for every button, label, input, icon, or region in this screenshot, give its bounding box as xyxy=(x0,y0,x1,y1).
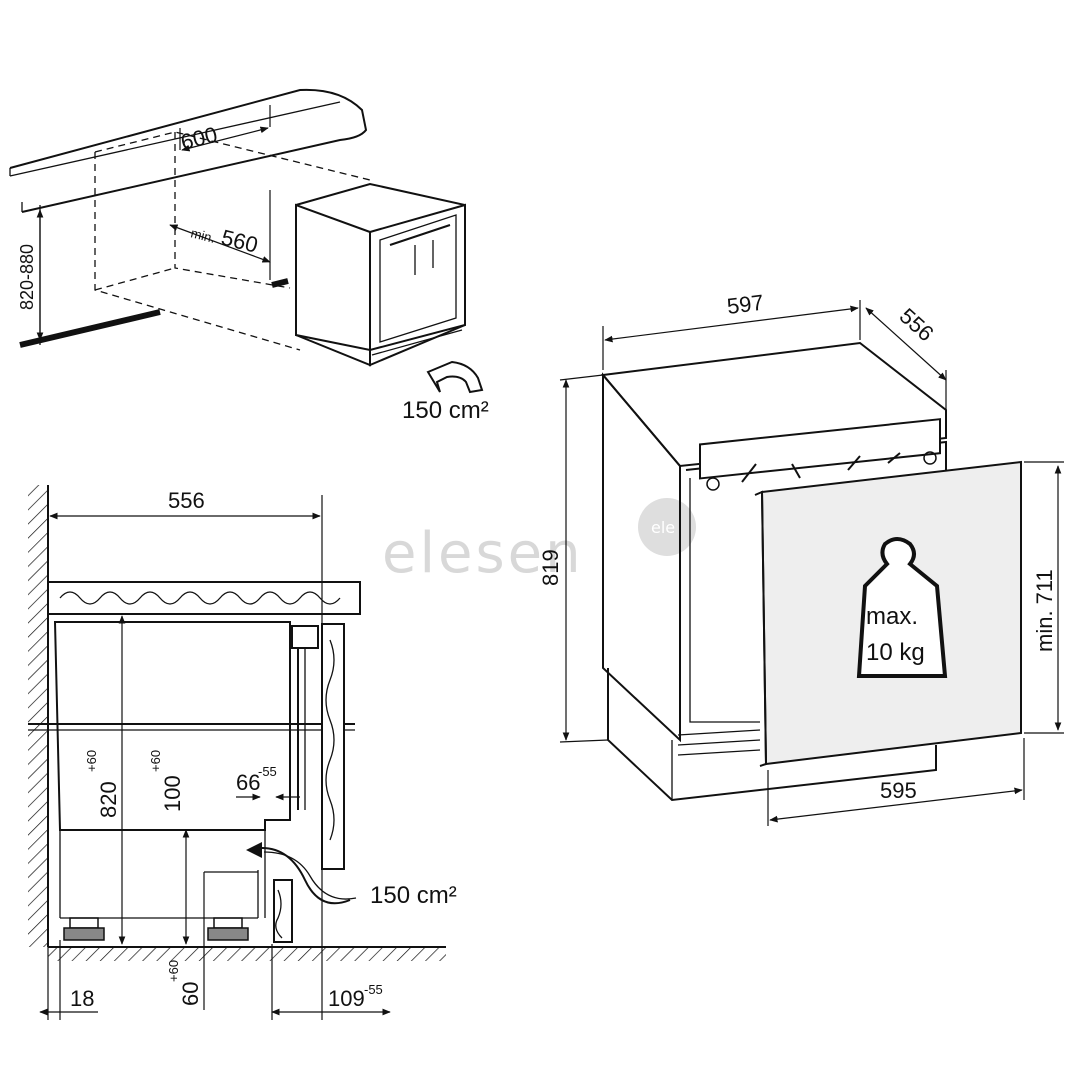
height-819-label: 819 xyxy=(538,549,563,586)
weight-line2: 10 kg xyxy=(866,639,925,666)
plinth-100-label: 100 xyxy=(160,775,185,812)
depth-556-dimension-right xyxy=(865,307,947,381)
watermark-badge-icon xyxy=(638,498,696,556)
appliance-box-small xyxy=(295,182,466,367)
door-width-595-dimension xyxy=(769,787,1023,823)
foot-60-tolerance: +60 xyxy=(166,960,181,982)
countertop-section xyxy=(47,581,361,615)
floor-mark xyxy=(19,309,161,348)
ventilation-label-top: 150 cm² xyxy=(402,397,489,424)
weight-icon: max. 10 kg xyxy=(856,537,948,678)
door-height-711-label: min. 711 xyxy=(1032,569,1057,652)
min-width-560-label: 560 xyxy=(219,225,261,258)
plinth-panel xyxy=(273,879,293,943)
door-width-595-label: 595 xyxy=(880,778,917,803)
ventilation-arrow-section-icon xyxy=(261,847,351,905)
width-600-label: 600 xyxy=(178,122,220,155)
recess-66-label: 66 xyxy=(236,770,260,795)
appliance-front-view: max. 10 kg 597 556 819 min. 711 595 xyxy=(538,290,1064,826)
min-width-prefix: min. xyxy=(189,225,216,245)
foot-rear xyxy=(213,917,243,929)
floor-hatch xyxy=(48,947,446,961)
ventilation-arrow-icon xyxy=(426,360,484,394)
door-rail xyxy=(699,418,941,480)
height-820-label: 820 xyxy=(96,781,121,818)
depth-556-label: 556 xyxy=(168,488,205,513)
hinge-bracket xyxy=(291,625,319,649)
height-820-tolerance: +60 xyxy=(84,750,99,772)
width-597-dimension xyxy=(604,305,859,343)
side-section-view: 556 820 +60 100 +60 66 -55 60 +60 18 109… xyxy=(28,485,457,1020)
height-820-880-label: 820-880 xyxy=(17,244,37,310)
recess-66-tolerance: -55 xyxy=(258,764,277,779)
watermark: elesen ele xyxy=(382,498,696,586)
width-600-dimension xyxy=(181,126,269,152)
rear-offset-109-label: 109 xyxy=(328,986,365,1011)
width-597-label: 597 xyxy=(726,290,765,319)
foot-60-label: 60 xyxy=(178,982,203,1006)
countertop-outline xyxy=(9,88,368,213)
min-width-560-dimension xyxy=(169,224,271,263)
foot-front xyxy=(69,917,99,929)
watermark-badge-text: ele xyxy=(651,518,675,537)
weight-line1: max. xyxy=(866,603,918,630)
appliance-side xyxy=(602,372,681,743)
wall-hatch xyxy=(28,485,48,947)
rear-offset-109-tolerance: -55 xyxy=(364,982,383,997)
ventilation-label-section: 150 cm² xyxy=(370,882,457,909)
offset-18-label: 18 xyxy=(70,986,94,1011)
door-handle xyxy=(389,224,451,246)
watermark-text: elesen xyxy=(382,521,584,586)
top-left-perspective-view: 600 min. 560 820-880 150 cm² xyxy=(9,88,489,424)
plinth-100-tolerance: +60 xyxy=(148,750,163,772)
